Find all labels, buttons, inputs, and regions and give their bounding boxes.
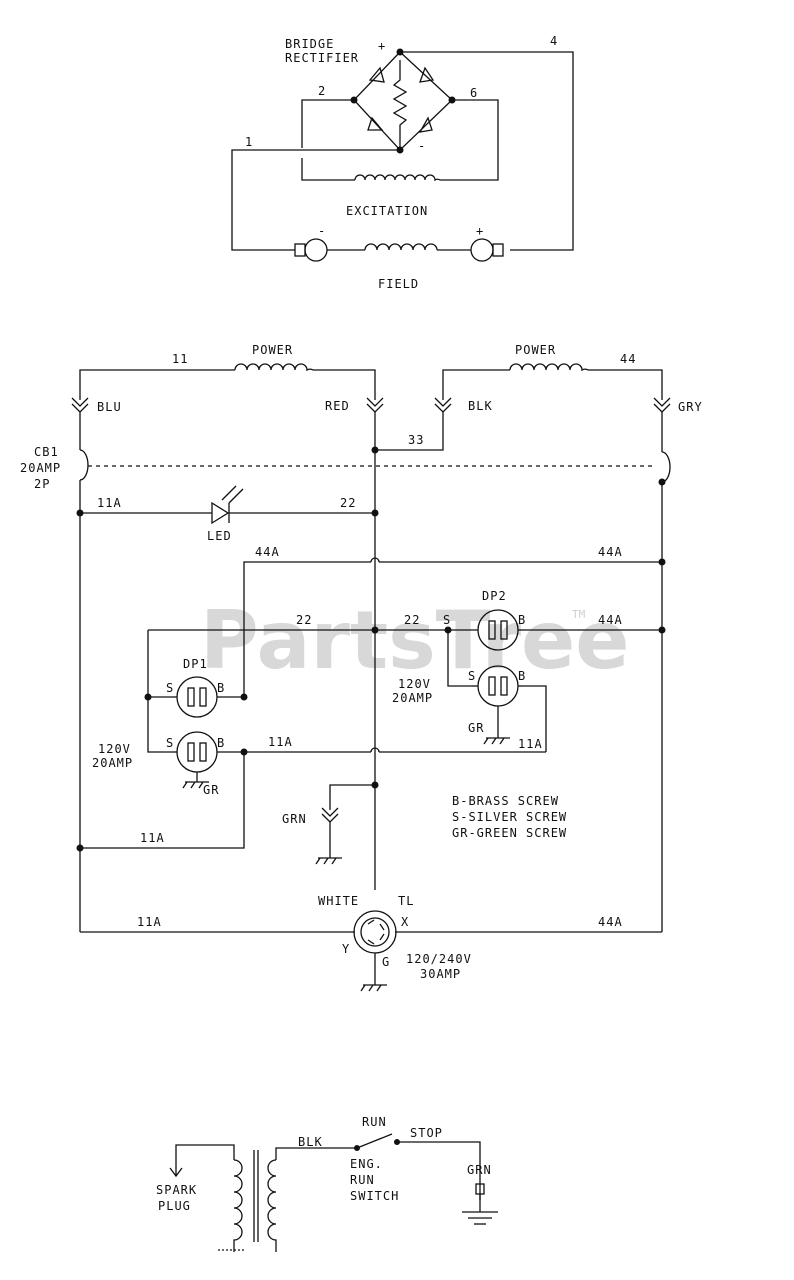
dp2-label: DP2: [482, 589, 507, 603]
wire-44a-top-left-label: 44A: [255, 545, 280, 559]
spark-plug-label-2: PLUG: [158, 1199, 191, 1213]
rectifier-minus: -: [418, 139, 426, 153]
rectifier-title-2: RECTIFIER: [285, 51, 359, 65]
legend-brass: B-BRASS SCREW: [452, 794, 559, 808]
wire-44a-dp2-label: 44A: [598, 613, 623, 627]
tl-white-label: WHITE: [318, 894, 359, 908]
ignition-blk-label: BLK: [298, 1135, 323, 1149]
wire-11-label: 11: [172, 352, 188, 366]
dp2-s-bottom: S: [468, 669, 476, 683]
dp2-gr: GR: [468, 721, 484, 735]
power-right-label: POWER: [515, 343, 556, 357]
legend-green: GR-GREEN SCREW: [452, 826, 567, 840]
wire-22-led-label: 22: [340, 496, 356, 510]
dp1-outlet: [172, 676, 244, 789]
field-minus: -: [318, 224, 326, 238]
dp2-outlet: [448, 609, 525, 745]
tl-rating-a: 30AMP: [420, 967, 461, 981]
ignition-eng-label: ENG.: [350, 1157, 383, 1171]
wire-33-label: 33: [408, 433, 424, 447]
wire-44a-top-right-label: 44A: [598, 545, 623, 559]
legend-silver: S-SILVER SCREW: [452, 810, 567, 824]
dp2-b-top: B: [518, 613, 526, 627]
rectifier-title-1: BRIDGE: [285, 37, 334, 51]
wire-6-label: 6: [470, 86, 478, 100]
ignition-run-label: RUN: [362, 1115, 387, 1129]
ground-grn-label: GRN: [282, 812, 307, 826]
dp2-b-bottom: B: [518, 669, 526, 683]
wire-44-label: 44: [620, 352, 636, 366]
dp1-rating-a: 20AMP: [92, 756, 133, 770]
excitation-label: EXCITATION: [346, 204, 428, 218]
tl-y-label: Y: [342, 942, 350, 956]
wire-1-label: 1: [245, 135, 253, 149]
dp1-rating-v: 120V: [98, 742, 131, 756]
wire-11a-bottom-label: 11A: [137, 915, 162, 929]
tl-g-label: G: [382, 955, 390, 969]
wire-2-label: 2: [318, 84, 326, 98]
wire-blk-label: BLK: [468, 399, 493, 413]
chassis-ground-icon: [462, 1183, 498, 1225]
dp2-rating-v: 120V: [398, 677, 431, 691]
watermark-text: PartsTree: [200, 594, 630, 687]
tl-x-label: X: [401, 915, 409, 929]
main-panel: POWER 11 POWER 44 BLU RED BLK GRY 33: [20, 343, 703, 992]
wire-11a-low-label: 11A: [140, 831, 165, 845]
dp1-b-top: B: [217, 681, 225, 695]
watermark-tm: TM: [572, 608, 586, 621]
rectifier-plus: +: [378, 39, 386, 53]
wire-4-label: 4: [550, 34, 558, 48]
wire-gry-label: GRY: [678, 400, 703, 414]
dp1-b-bottom: B: [217, 736, 225, 750]
ignition-section: BLK RUN STOP ENG. RUN SWITCH GRN SPARK P…: [156, 1115, 498, 1252]
rectifier-section: BRIDGE RECTIFIER + - 4 2 6 1 EXCITATION …: [231, 34, 574, 291]
excitation-coil: [354, 174, 441, 182]
wire-red-label: RED: [325, 399, 350, 413]
ignition-run-switch-label: RUN: [350, 1173, 375, 1187]
dp2-s-top: S: [443, 613, 451, 627]
dp1-label: DP1: [183, 657, 208, 671]
twistlock-receptacle: [353, 910, 397, 992]
field-label: FIELD: [378, 277, 419, 291]
tl-rating-v: 120/240V: [406, 952, 472, 966]
wire-22-mid-label: 22: [296, 613, 312, 627]
dp1-gr: GR: [203, 783, 219, 797]
wire-11a-dp2-label: 11A: [518, 737, 543, 751]
spark-plug-label-1: SPARK: [156, 1183, 197, 1197]
wire-11a-led-label: 11A: [97, 496, 122, 510]
wire-11a-mid-label: 11A: [268, 735, 293, 749]
breaker-poles: 2P: [34, 477, 50, 491]
tl-label: TL: [398, 894, 414, 908]
ignition-switch-label: SWITCH: [350, 1189, 399, 1203]
dp1-s-bottom: S: [166, 736, 174, 750]
dp1-s-top: S: [166, 681, 174, 695]
watermark: PartsTree TM: [200, 594, 630, 687]
ignition-grn-label: GRN: [467, 1163, 492, 1177]
breaker-rating: 20AMP: [20, 461, 61, 475]
wire-22-dp2-label: 22: [404, 613, 420, 627]
field-plus: +: [476, 224, 484, 238]
wire-44a-bottom-label: 44A: [598, 915, 623, 929]
led-label: LED: [207, 529, 232, 543]
field-coil: [294, 238, 504, 262]
power-left-label: POWER: [252, 343, 293, 357]
bridge-rectifier: [350, 48, 456, 154]
wire-blu-label: BLU: [97, 400, 122, 414]
ignition-stop-label: STOP: [410, 1126, 443, 1140]
dp2-rating-a: 20AMP: [392, 691, 433, 705]
breaker-cb1: CB1: [34, 445, 59, 459]
